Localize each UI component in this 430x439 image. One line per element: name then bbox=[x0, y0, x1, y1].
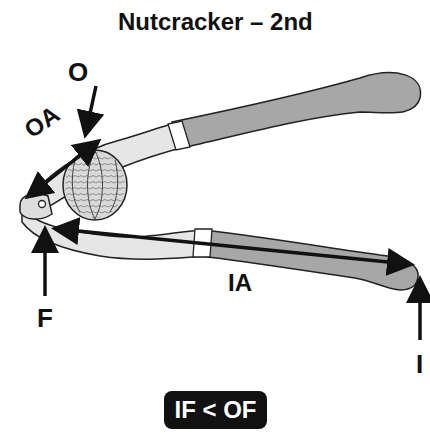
result-text: IF < OF bbox=[174, 398, 256, 422]
force-label: F bbox=[37, 305, 53, 331]
force-label: IA bbox=[228, 271, 252, 295]
title: Nutcracker – 2nd bbox=[118, 10, 313, 34]
force-label: OA bbox=[20, 102, 63, 142]
result-box: IF < OF bbox=[164, 391, 267, 429]
force-label: O bbox=[68, 59, 88, 85]
force-label: I bbox=[416, 351, 423, 377]
